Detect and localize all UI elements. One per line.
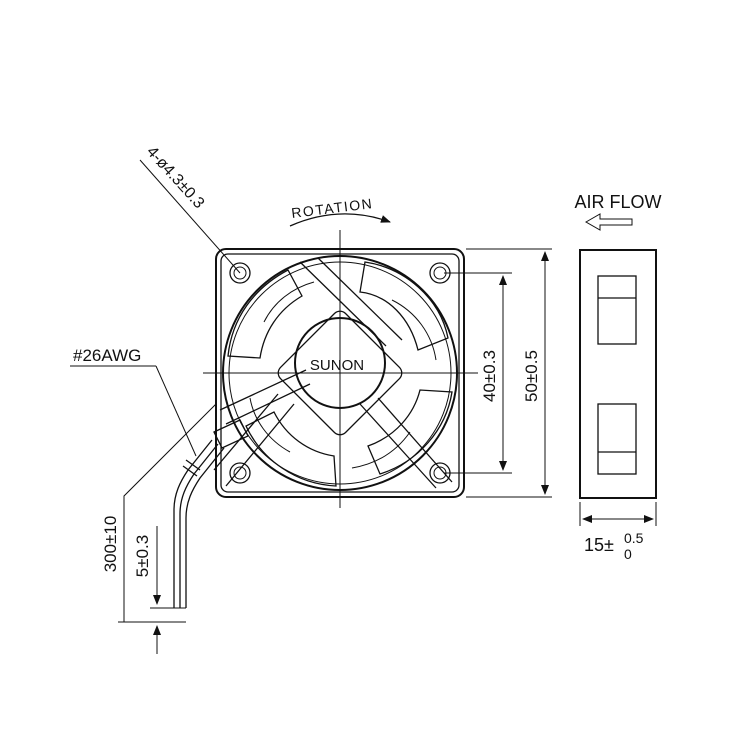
airflow-arrow-icon [584,213,633,231]
thickness-upper-tolerance: 0.5 [624,530,644,546]
lead-length-label: 300±10 [101,516,120,573]
side-profile [579,249,657,499]
rotation-indicator: ROTATION [289,195,391,227]
thickness-lower-tolerance: 0 [624,546,632,562]
mounting-hole-callout: 4-ø4.3±0.3 [139,143,241,274]
wire-gauge-callout: #26AWG [70,346,197,457]
mounting-hole-label: 4-ø4.3±0.3 [143,143,207,212]
dimension-thickness: 15± 0.5 0 [579,502,657,562]
dimension-frame-size: 50±0.5 [466,248,552,498]
fan-hub-plate [277,310,403,436]
strip-length-label: 5±0.3 [133,535,152,577]
fan-front-view: SUNON [203,230,478,508]
dimension-strip-length: 5±0.3 [133,526,186,654]
fan-blades [227,261,453,487]
mounting-hole [229,262,251,284]
fan-side-view [579,249,657,499]
airflow-label: AIR FLOW [574,192,661,212]
wire-gauge-label: #26AWG [73,346,141,365]
thickness-label: 15± [584,535,614,555]
mounting-hole [229,462,251,484]
rotation-label: ROTATION [290,195,374,221]
dimension-lead-length: 300±10 [101,403,217,623]
frame-size-label: 50±0.5 [522,350,541,402]
lead-wires [173,439,225,608]
hole-spacing-label: 40±0.3 [480,350,499,402]
airflow-indicator: AIR FLOW [574,192,662,231]
dimension-hole-spacing: 40±0.3 [444,272,512,474]
brand-label: SUNON [310,357,364,374]
